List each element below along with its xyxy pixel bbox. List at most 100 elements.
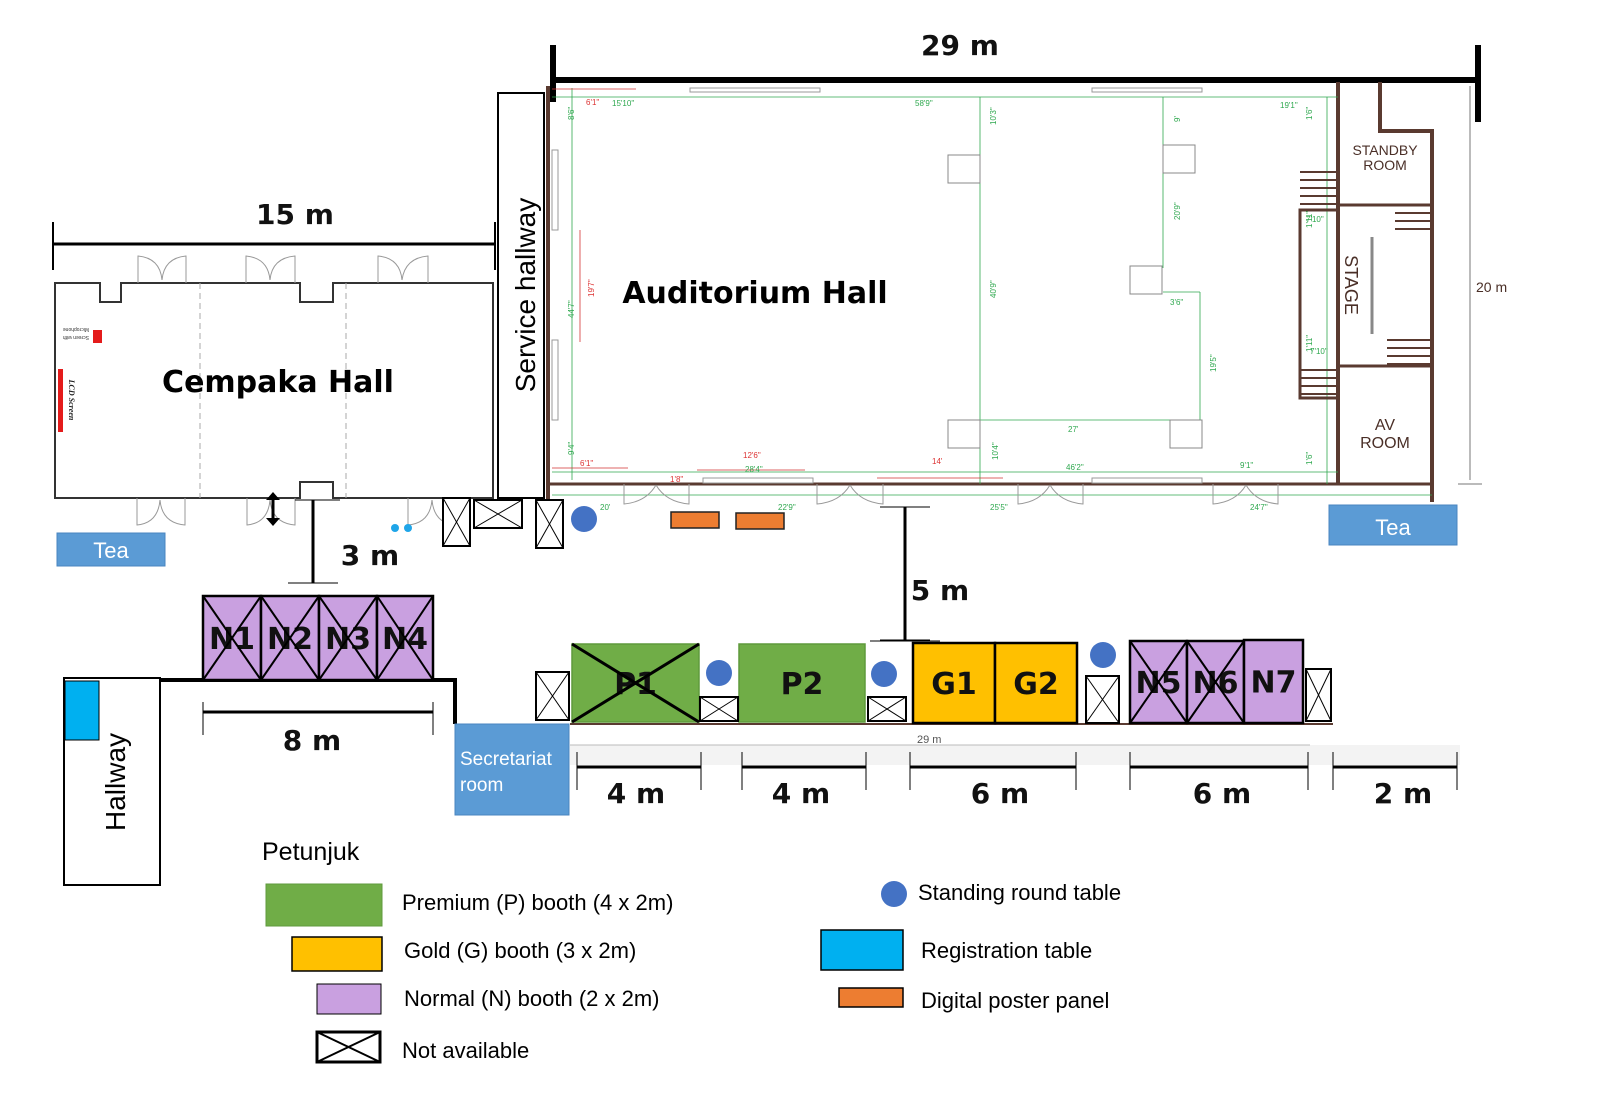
svg-text:6'1": 6'1" (580, 459, 593, 468)
svg-text:1'6": 1'6" (1305, 452, 1314, 465)
registration-dot (404, 524, 412, 532)
booth-n2[interactable]: N2 (259, 594, 321, 682)
booth-n5[interactable]: N5 (1128, 639, 1189, 725)
booth-n4[interactable]: N4 (375, 594, 435, 682)
booth-g1[interactable]: G1 (911, 641, 997, 725)
tea-station-right: Tea (1328, 504, 1458, 546)
distance-8m-label: 8 m (283, 724, 341, 757)
legend-label-normal: Normal (N) booth (2 x 2m) (404, 986, 660, 1011)
standby-room-label-2: ROOM (1363, 157, 1407, 173)
screen-mic-label-1: Screen with (63, 334, 89, 340)
ruler-band (570, 745, 1460, 765)
not-available-slots-top (442, 497, 564, 549)
unavailable-cross (376, 595, 434, 681)
legend-title: Petunjuk (262, 838, 360, 866)
legend-swatch-not-available (315, 1030, 382, 1064)
svg-text:25'5": 25'5" (990, 503, 1008, 512)
svg-text:14': 14' (932, 457, 943, 466)
double-arrow-icon (266, 492, 280, 526)
booth-p1[interactable]: P1 (571, 642, 700, 724)
legend-label-standing-table: Standing round table (918, 880, 1121, 905)
booth-label: P2 (781, 667, 824, 702)
unavailable-cross (1129, 640, 1188, 724)
auditorium-width-dimension: 29 m (550, 29, 1481, 122)
digital-poster-panel (735, 512, 785, 530)
booth-p2[interactable]: P2 (738, 643, 866, 723)
segment-label: 2 m (1374, 777, 1432, 810)
secretariat-label-2: room (460, 775, 503, 796)
service-hallway: Service hallway (497, 92, 545, 499)
svg-text:9'4": 9'4" (567, 442, 576, 455)
legend-swatch-premium (265, 883, 383, 927)
legend-label-registration: Registration table (921, 938, 1092, 963)
segment-dimension: 2 m (1332, 752, 1458, 810)
auditorium-depth-dimension: 20 m (1458, 86, 1507, 485)
segment-label: 4 m (607, 777, 665, 810)
av-room-label-2: ROOM (1360, 435, 1410, 452)
svg-text:58'9": 58'9" (915, 99, 933, 108)
stage: STAGE (1298, 171, 1432, 400)
hallway-label: Hallway (100, 733, 131, 831)
booth-label: G1 (931, 667, 977, 702)
booth-n3[interactable]: N3 (317, 594, 379, 682)
distance-5m-label: 5 m (911, 574, 969, 607)
secretariat-room: Secretariat room (454, 723, 570, 816)
svg-text:10'3": 10'3" (989, 107, 998, 125)
distance-3m-label: 3 m (341, 539, 399, 572)
svg-text:7'10": 7'10" (1306, 215, 1324, 224)
cempaka-hall-label: Cempaka Hall (162, 365, 394, 400)
booth-rect (993, 641, 1079, 725)
legend: Petunjuk Premium (P) booth (4 x 2m) Gold… (262, 838, 1121, 1064)
standby-room-label-1: STANDBY (1352, 142, 1418, 158)
legend-label-gold: Gold (G) booth (3 x 2m) (404, 938, 636, 963)
svg-text:24'7": 24'7" (1250, 503, 1268, 512)
unavailable-cross (260, 595, 320, 681)
booth-n6[interactable]: N6 (1185, 639, 1246, 725)
legend-swatch-registration (820, 929, 904, 971)
svg-text:40'9": 40'9" (989, 280, 998, 298)
svg-text:6'1": 6'1" (586, 98, 599, 107)
depth-20m-label: 20 m (1476, 279, 1507, 295)
cempaka-booth-distance: 3 m (288, 499, 399, 584)
legend-swatch-poster (838, 987, 904, 1008)
booth-g2[interactable]: G2 (993, 641, 1079, 725)
svg-text:8'6": 8'6" (567, 107, 576, 120)
unavailable-cross (318, 595, 378, 681)
screen-mic-label-2: Microphone (63, 326, 89, 332)
auditorium-booth-distance: 5 m (880, 506, 969, 641)
tea-left-label: Tea (93, 538, 129, 563)
booth-n1[interactable]: N1 (201, 594, 263, 682)
left-booth-row-dimension: 8 m (202, 702, 434, 757)
segment-dimension: 6 m (909, 752, 1077, 810)
legend-swatch-normal (316, 983, 382, 1015)
segment-dimension: 4 m (576, 752, 702, 810)
svg-text:46'2": 46'2" (1066, 463, 1084, 472)
av-room-label-1: AV (1375, 417, 1395, 434)
unavailable-cross (202, 595, 262, 681)
cad-measurements: 6'1" 15'10" 58'9" 8'6" 44'7" 9'4" 19'7" … (567, 98, 1328, 512)
svg-text:22'9": 22'9" (778, 503, 796, 512)
legend-label-not-available: Not available (402, 1038, 529, 1063)
svg-text:20'9": 20'9" (1173, 202, 1182, 220)
svg-text:9': 9' (1173, 116, 1182, 122)
svg-text:15'10": 15'10" (612, 99, 634, 108)
svg-text:10'4": 10'4" (991, 442, 1000, 460)
legend-swatch-gold (291, 936, 383, 972)
ruler-29m-label: 29 m (917, 734, 941, 746)
svg-text:9'1": 9'1" (1240, 461, 1253, 470)
svg-text:3'6": 3'6" (1170, 298, 1183, 307)
socket-boxes (947, 144, 1203, 449)
svg-text:1'6": 1'6" (1305, 107, 1314, 120)
standing-table (571, 506, 597, 532)
legend-label-poster: Digital poster panel (921, 988, 1109, 1013)
digital-poster-panel (670, 511, 720, 529)
standing-table (1090, 642, 1116, 668)
booth-n7[interactable]: N7 (1242, 638, 1305, 725)
svg-text:19'7": 19'7" (587, 279, 596, 297)
svg-text:19'1": 19'1" (1280, 101, 1298, 110)
cempaka-width-dimension: 15 m (52, 198, 496, 270)
booth-label: G2 (1013, 667, 1059, 702)
booth-rect (1242, 638, 1305, 725)
standing-table (871, 661, 897, 687)
